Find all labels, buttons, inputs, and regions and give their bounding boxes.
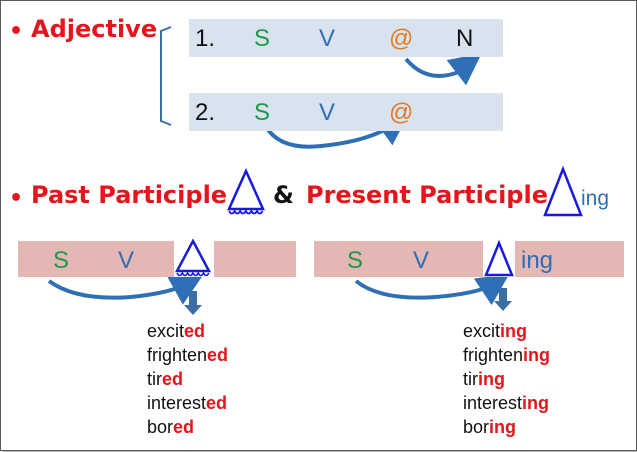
arc-row2: [261, 113, 409, 149]
row1-adjective-slot: @: [389, 25, 414, 52]
row1-box: [189, 19, 503, 57]
arc-left-panel: [47, 275, 203, 305]
left-word-list: excited frightened tired interested bore…: [147, 319, 228, 439]
ampersand: &: [273, 181, 294, 209]
down-arrow-right: [494, 288, 512, 311]
list-item: frightened: [147, 345, 229, 365]
right-verb: V: [413, 247, 430, 274]
row1-noun: N: [456, 25, 474, 52]
down-arrow-left: [184, 291, 202, 315]
row2-subject: S: [254, 99, 271, 126]
right-ing-suffix: ing: [521, 247, 554, 274]
adjective-title: Adjective: [31, 15, 158, 43]
left-verb: V: [118, 247, 135, 274]
list-item: boring: [463, 417, 517, 437]
right-word-list: exciting frightening tiring interesting …: [463, 319, 550, 439]
list-item: tired: [147, 369, 184, 389]
row2-number: 2.: [195, 99, 216, 126]
right-panel-box: [314, 241, 624, 277]
row2-verb: V: [319, 99, 336, 126]
list-item: tiring: [463, 369, 505, 389]
row2-box: [189, 93, 503, 131]
row1-number: 1.: [195, 25, 216, 52]
left-subject: S: [53, 247, 70, 274]
list-item: frightening: [463, 345, 551, 365]
left-panel-box: [18, 241, 296, 277]
arc-right-panel: [354, 274, 510, 306]
list-item: interested: [147, 393, 228, 413]
right-subject: S: [347, 247, 364, 274]
bullet-adjective: •: [9, 19, 24, 44]
present-suffix: ing: [581, 187, 610, 210]
past-participle-title: Past Participle: [31, 181, 228, 209]
list-item: exciting: [463, 321, 528, 341]
bracket: [160, 26, 172, 126]
row1-subject: S: [254, 25, 271, 52]
list-item: interesting: [463, 393, 550, 413]
row2-adjective-slot: @: [389, 99, 414, 126]
row1-verb: V: [319, 25, 336, 52]
list-item: excited: [147, 321, 206, 341]
list-item: bored: [147, 417, 195, 437]
arrow-row1: [404, 53, 482, 86]
present-participle-title: Present Participle: [306, 181, 548, 209]
bullet-participle: •: [9, 186, 24, 211]
